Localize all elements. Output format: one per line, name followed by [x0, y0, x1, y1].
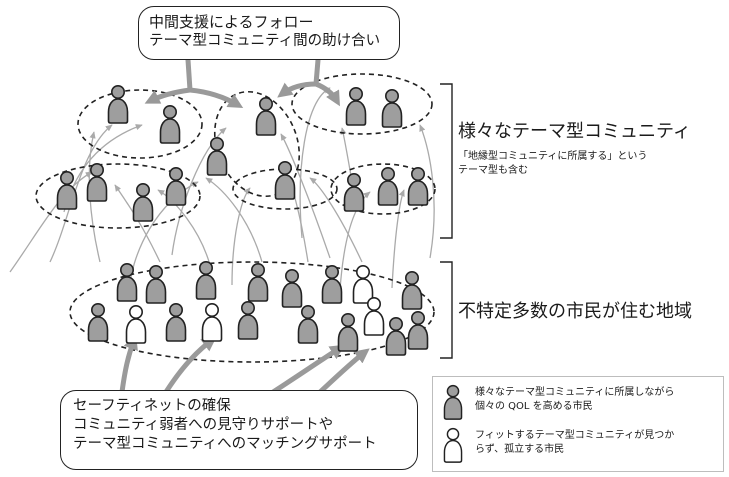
gray-person-icon	[443, 384, 463, 420]
thin-arrow	[391, 189, 405, 289]
legend-line: 様々なテーマ型コミュニティに所属しながら	[475, 387, 675, 398]
thin-arrow	[49, 124, 113, 263]
thin-arrow	[309, 177, 363, 263]
gray-person-icon	[165, 302, 187, 342]
thick-arrow	[313, 57, 321, 87]
brace-region	[440, 261, 453, 359]
thin-arrow	[205, 177, 263, 263]
thick-arrow	[313, 81, 340, 107]
community-ellipse	[330, 163, 436, 215]
gray-person-icon	[87, 302, 109, 342]
braces	[440, 83, 453, 359]
gray-person-icon	[159, 105, 181, 144]
white-person-icon	[352, 264, 374, 304]
thin-arrow	[299, 87, 331, 239]
thin-arrow	[231, 187, 251, 286]
callout-line: テーマ型コミュニティへのマッチングサポート	[73, 436, 377, 452]
intermediary-support-callout: 中間支援によるフォロー テーマ型コミュニティ間の助け合い	[138, 6, 400, 60]
thin-arrow	[9, 171, 93, 273]
callout-line: コミュニティ弱者への見守りサポートや	[73, 417, 334, 433]
community-ellipse	[232, 168, 338, 210]
thick-arrow	[315, 348, 370, 397]
thin-arrows	[9, 87, 435, 301]
thin-arrow	[419, 124, 435, 259]
gray-person-icon	[255, 97, 277, 136]
community-ellipses	[35, 73, 436, 363]
legend-item-member: 様々なテーマ型コミュニティに所属しながら 個々の QOL を高める市民	[441, 384, 721, 420]
thin-arrow	[171, 127, 227, 256]
thick-arrow	[185, 57, 193, 93]
gray-person-icon	[407, 167, 429, 206]
community-ellipse	[291, 73, 433, 135]
community-ellipse	[77, 89, 203, 159]
gray-person-icon	[381, 89, 403, 128]
gray-person-icon	[321, 264, 343, 304]
gray-person-icon	[116, 262, 138, 302]
gray-person-icon	[165, 167, 187, 206]
theme-communities-note-line1: 「地縁型コミュニティに所属する」という	[458, 151, 648, 162]
legend-line: フィットするテーマ型コミュニティが見つか	[475, 430, 675, 441]
callout-title: 中間支援によるフォロー	[149, 13, 314, 31]
white-person-icon	[201, 302, 223, 342]
legend-text-member: 様々なテーマ型コミュニティに所属しながら 個々の QOL を高める市民	[475, 386, 674, 414]
white-person-icon	[363, 296, 385, 336]
gray-person-icon	[274, 161, 296, 200]
gray-person-icon	[297, 304, 319, 344]
thin-arrow	[157, 189, 211, 266]
thick-arrow	[267, 344, 346, 397]
gray-person-icon	[247, 262, 269, 302]
legend-line: 個々の QOL を高める市民	[475, 401, 593, 412]
gray-person-icon	[206, 137, 228, 176]
thick-arrows	[119, 57, 370, 397]
theme-communities-note-line2: テーマ型も含む	[458, 165, 528, 176]
gray-person-icon	[107, 85, 129, 124]
brace-themes	[440, 83, 453, 239]
callout-title: セーフティネットの確保	[73, 398, 231, 414]
gray-person-icon	[86, 163, 108, 202]
gray-person-icon	[377, 167, 399, 206]
thick-arrow	[187, 87, 244, 109]
gray-person-icon	[237, 300, 259, 340]
community-ellipse	[35, 163, 201, 229]
thick-arrow	[144, 87, 193, 104]
callout-subtitle: テーマ型コミュニティ間の助け合い	[149, 33, 381, 49]
gray-person-icon	[281, 268, 303, 308]
thin-arrow	[280, 133, 331, 259]
gray-person-icon	[407, 310, 429, 350]
region-label: 不特定多数の市民が住む地域	[458, 301, 692, 322]
theme-communities-label: 様々なテーマ型コミュニティ	[458, 121, 691, 142]
gray-person-icon	[337, 312, 359, 352]
safety-net-callout: セーフティネットの確保 コミュニティ弱者への見守りサポートや テーマ型コミュニテ…	[60, 390, 418, 470]
legend-text-isolated: フィットするテーマ型コミュニティが見つか らず、孤立する市民	[475, 429, 674, 457]
gray-person-icon	[343, 173, 365, 212]
gray-person-icon	[132, 183, 154, 222]
thick-arrow	[119, 334, 138, 395]
legend-item-isolated: フィットするテーマ型コミュニティが見つか らず、孤立する市民	[441, 427, 721, 463]
gray-person-icon	[56, 171, 78, 210]
thick-arrow	[163, 336, 217, 395]
legend-line: らず、孤立する市民	[475, 444, 565, 455]
gray-person-icon	[145, 264, 167, 304]
white-person-icon	[443, 427, 463, 463]
gray-person-icon	[195, 260, 217, 300]
thin-arrow	[339, 191, 371, 291]
gray-person-icon	[401, 270, 423, 310]
white-person-icon	[125, 304, 147, 344]
gray-person-icon	[385, 316, 407, 356]
thick-arrow	[277, 81, 319, 98]
community-ellipse	[69, 261, 435, 363]
legend: 様々なテーマ型コミュニティに所属しながら 個々の QOL を高める市民 フィット…	[432, 376, 724, 472]
gray-person-icon	[345, 87, 367, 126]
